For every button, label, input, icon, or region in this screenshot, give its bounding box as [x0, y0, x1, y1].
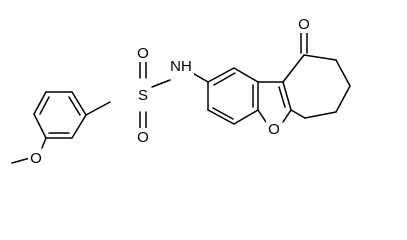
- bond-lines: [11, 32, 351, 164]
- sulfonyl-oxygen-bottom-label: O: [137, 129, 149, 146]
- chemical-structure-diagram: O S O O NH O O: [11, 15, 351, 167]
- sulfonyl-sulfur-label: S: [138, 87, 148, 104]
- furan-oxygen-label: O: [268, 121, 280, 138]
- ketone-oxygen-label: O: [298, 16, 310, 33]
- atom-labels: O S O O NH O O: [28, 15, 312, 167]
- methoxy-oxygen-label: O: [30, 150, 42, 167]
- amide-nh-label: NH: [170, 58, 192, 75]
- sulfonyl-oxygen-top-label: O: [137, 45, 149, 62]
